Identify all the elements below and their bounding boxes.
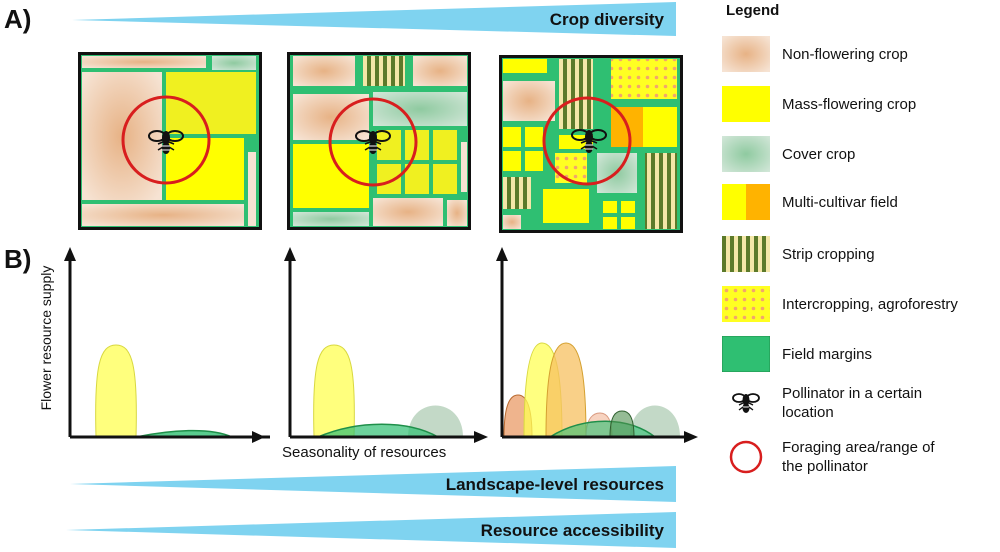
mass-flowering-field [166, 72, 256, 134]
foraging-range-circle [328, 97, 418, 187]
legend-item-multi-cultivar: Multi-cultivar field [722, 184, 898, 220]
multi-cultivar-light [643, 107, 677, 147]
strip-cropping-field [559, 59, 593, 129]
strip-cropping-field [503, 177, 531, 209]
mass-flowering-peak [313, 344, 355, 438]
x-axis-arrow [474, 431, 488, 443]
mass-flowering-swatch [722, 86, 770, 122]
multi-cultivar-swatch [722, 184, 770, 220]
legend-item-strip-cropping: Strip cropping [722, 236, 875, 272]
foraging-range-circle [121, 95, 211, 185]
legend-title: Legend [726, 2, 780, 19]
legend-label: Multi-cultivar field [782, 193, 898, 211]
bee-icon [571, 129, 607, 153]
cover-crop-peak [408, 405, 463, 437]
legend-label: Pollinator in a certain location [782, 384, 922, 422]
resource-plot-high [496, 247, 698, 443]
intercropping-field [611, 59, 677, 99]
non-flowering-field [503, 81, 555, 121]
non-flowering-field [82, 56, 206, 68]
y-axis-label: Flower resource supply [38, 265, 54, 411]
strip-cropping-swatch [722, 236, 770, 272]
legend-item-field-margins: Field margins [722, 336, 872, 372]
legend-item-intercropping: Intercropping, agroforestry [722, 286, 958, 322]
legend-item-non-flowering: Non-flowering crop [722, 36, 908, 72]
legend-item-pollinator: Pollinator in a certain location [722, 384, 922, 422]
y-axis-arrow [284, 247, 296, 261]
multi-cultivar-peak [545, 342, 587, 438]
legend-label: Strip cropping [782, 245, 875, 263]
legend-item-foraging-range: Foraging area/range of the pollinator [722, 438, 935, 476]
intercropping-field [555, 153, 587, 183]
bee-icon [732, 393, 760, 413]
foraging-range-circle [542, 96, 632, 186]
non-flowering-field [293, 56, 355, 86]
crop-diversity-wedge [72, 2, 676, 36]
legend-label: Mass-flowering crop [782, 95, 917, 113]
strip-cropping-field [363, 56, 405, 86]
cover-crop-field [293, 212, 369, 226]
y-axis-arrow [64, 247, 76, 261]
plot1-xarrow [252, 431, 265, 443]
x-axis-arrow [684, 431, 698, 443]
non-flowering-field [413, 56, 467, 86]
field-margins-swatch [722, 336, 770, 372]
non-flowering-field [82, 204, 244, 226]
legend-label-line2: the pollinator [782, 458, 868, 475]
mass-flowering-peak [95, 344, 137, 438]
cover-crop-swatch [722, 136, 770, 172]
legend-item-cover-crop: Cover crop [722, 136, 855, 172]
intercropping-swatch [722, 286, 770, 322]
panel-b-label: B) [4, 244, 32, 274]
legend-label-line1: Foraging area/range of [782, 439, 935, 456]
red-circle-icon [729, 440, 763, 474]
mass-flowering-field [166, 138, 244, 200]
landscape-resources-wedge [70, 466, 676, 502]
panel-a-label: A) [4, 4, 32, 34]
landscape-medium-diversity [287, 52, 471, 230]
legend-label: Field margins [782, 345, 873, 363]
non-flowering-swatch [722, 36, 770, 72]
strip-cropping-peak [609, 410, 635, 438]
legend-label-line1: Pollinator in a certain [782, 385, 923, 402]
landscape-resources-label: Landscape-level resources [445, 475, 664, 494]
legend-item-mass-flowering: Mass-flowering crop [722, 86, 916, 122]
legend-label: Non-flowering crop [782, 45, 908, 63]
resource-plot-medium [284, 247, 488, 443]
non-flowering-field [373, 198, 443, 226]
resource-accessibility-wedge [66, 512, 676, 548]
field-margin-curve [317, 423, 441, 438]
landscape-high-diversity [499, 55, 683, 233]
resource-plot-low [64, 247, 270, 439]
crop-diversity-label: Crop diversity [549, 10, 664, 29]
bee-icon [148, 130, 184, 154]
legend-label-line2: location [782, 404, 834, 421]
cover-crop-field [373, 92, 467, 126]
cover-crop-field [212, 56, 256, 70]
legend-label: Foraging area/range of the pollinator [782, 438, 935, 476]
y-axis-arrow [496, 247, 508, 261]
strip-cropping-field [645, 153, 677, 229]
landscape-low-diversity [78, 52, 262, 230]
legend-label: Cover crop [782, 145, 856, 163]
legend-label: Intercropping, agroforestry [782, 295, 958, 313]
resource-accessibility-label: Resource accessibility [480, 521, 664, 540]
bee-icon [355, 130, 391, 154]
x-axis-label: Seasonality of resources [282, 444, 447, 461]
